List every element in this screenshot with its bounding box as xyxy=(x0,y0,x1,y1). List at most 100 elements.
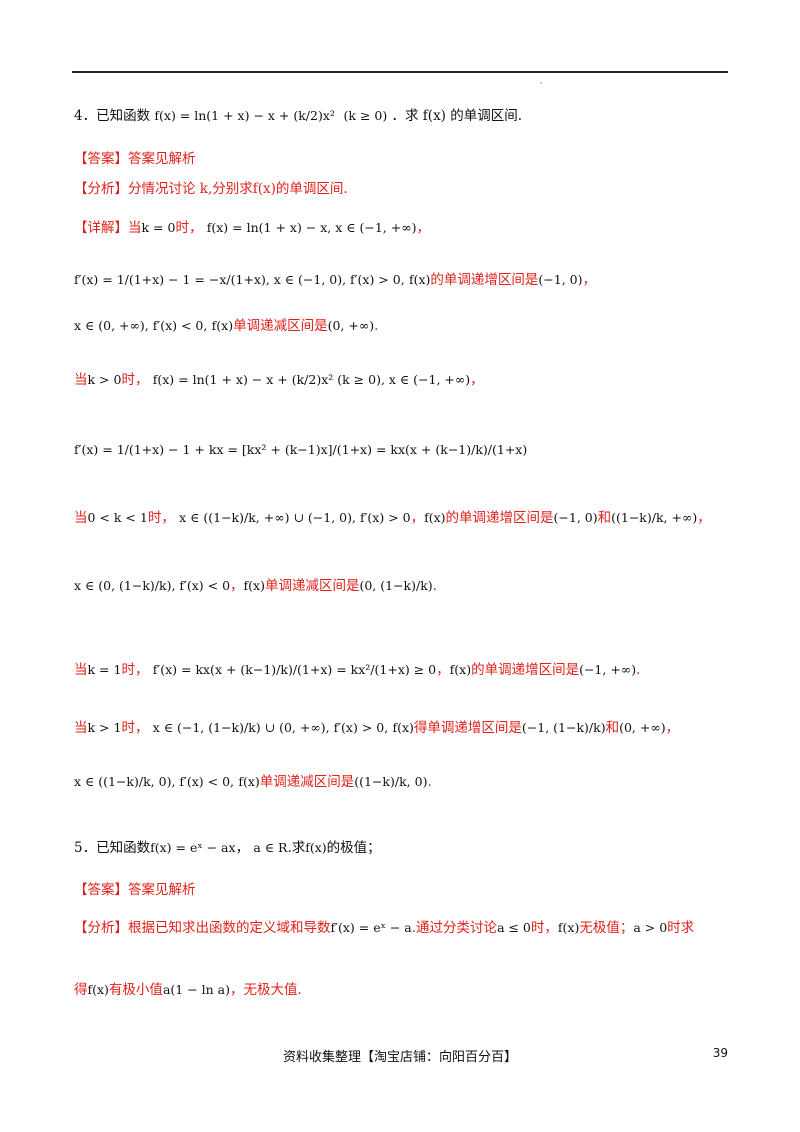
header-rule xyxy=(72,71,728,73)
detail4-line10: x ∈ ((1−k)/k, 0), f′(x) < 0, f(x)单调递减区间是… xyxy=(74,772,432,792)
math-a-gt-0: a > 0 xyxy=(633,920,668,935)
text: .求 xyxy=(287,840,306,856)
text: 和 xyxy=(597,510,612,526)
math-fx: f(x) xyxy=(87,982,109,997)
speck xyxy=(540,82,542,84)
math-k-eq-1: k = 1 xyxy=(87,662,122,677)
math-interval: (−1, +∞) xyxy=(579,662,637,677)
problem4-function: f(x) = ln(1 + x) − x + (k/2)x² xyxy=(154,108,335,123)
problem5-condition: a ∈ R xyxy=(253,840,288,855)
math-fx: f(x) xyxy=(211,318,234,333)
text: ， xyxy=(416,220,431,236)
text: . xyxy=(432,578,437,594)
analysis5-line1: 【分析】根据已知求出函数的定义域和导数f′(x) = eˣ − a.通过分类讨论… xyxy=(74,918,694,938)
text: ， xyxy=(410,510,425,526)
detail4-line3: x ∈ (0, +∞), f′(x) < 0, f(x)单调递减区间是(0, +… xyxy=(74,316,378,336)
text: 当 xyxy=(74,662,88,678)
text: ， xyxy=(470,372,484,388)
footer-text: 资料收集整理【淘宝店铺：向阳百分百】 xyxy=(282,1050,517,1065)
math-fx: f(x) xyxy=(392,720,414,735)
math-derivative: f′(x) = kx(x + (k−1)/k)/(1+x) = kx²/(1+x… xyxy=(152,662,437,677)
text: 的极值； xyxy=(326,840,381,856)
math-condition: x ∈ ((1−k)/k, 0), f′(x) < 0, xyxy=(74,774,235,789)
math-k-gt-1: k > 1 xyxy=(87,720,122,735)
detail4-line4: 当k > 0时， f(x) = ln(1 + x) − x + (k/2)x² … xyxy=(74,370,484,390)
math-fx: f(x) xyxy=(408,272,431,287)
math-condition: x ∈ ((1−k)/k, +∞) ∪ (−1, 0), f′(x) > 0 xyxy=(179,510,411,525)
text: 的单调递增区间是 xyxy=(430,272,539,288)
text: 时， xyxy=(147,510,175,526)
detail4-line7: x ∈ (0, (1−k)/k), f′(x) < 0，f(x)单调递减区间是(… xyxy=(74,576,437,596)
math-condition: x ∈ (0, +∞), f′(x) < 0, xyxy=(74,318,208,333)
math-interval: (0, +∞) xyxy=(327,318,375,333)
answer5-text: 答案见解析 xyxy=(128,882,196,898)
math-condition: x ∈ (0, (1−k)/k), f′(x) < 0 xyxy=(74,578,231,593)
text: 的单调递增区间是 xyxy=(471,662,580,678)
math-interval: (−1, 0) xyxy=(553,510,598,525)
text: . xyxy=(374,318,379,334)
analysis5-tag: 【分析】 xyxy=(74,920,128,936)
text: 当 xyxy=(74,372,88,388)
answer5-tag: 【答案】 xyxy=(74,882,128,898)
text: . xyxy=(427,774,432,790)
text: 根据已知求出函数的定义域和导数 xyxy=(128,920,331,936)
detail4-line5: f′(x) = 1/(1+x) − 1 + kx = [kx² + (k−1)x… xyxy=(74,440,527,460)
text: ， xyxy=(665,720,680,736)
math-condition: x ∈ (−1, (1−k)/k) ∪ (0, +∞), f′(x) > 0, xyxy=(152,720,389,735)
text: 当 xyxy=(74,720,88,736)
problem4-stem: 4．已知函数 f(x) = ln(1 + x) − x + (k/2)x² (k… xyxy=(74,106,522,126)
detail4-line2: f′(x) = 1/(1+x) − 1 = −x/(1+x), x ∈ (−1,… xyxy=(74,270,596,290)
math-fx: f(x) xyxy=(557,920,580,935)
text: 单调递减区间是 xyxy=(233,318,328,334)
analysis4-tag: 【分析】 xyxy=(74,181,128,197)
text: ，无极大值. xyxy=(230,982,302,998)
text: 单调递减区间是 xyxy=(264,578,360,594)
math-derivative-general: f′(x) = 1/(1+x) − 1 + kx = [kx² + (k−1)x… xyxy=(74,442,528,457)
problem5-stem: 5．已知函数f(x) = eˣ − ax， a ∈ R.求f(x)的极值； xyxy=(74,838,381,858)
math-fx: f(x) xyxy=(449,662,472,677)
math-interval: (−1, 0) xyxy=(538,272,583,287)
detail4-line1: 【详解】当k = 0时， f(x) = ln(1 + x) − x, x ∈ (… xyxy=(74,218,430,238)
text: 无极值； xyxy=(579,920,634,936)
problem4-condition: (k ≥ 0) xyxy=(343,108,388,123)
math-fx: f(x) xyxy=(238,774,260,789)
analysis5-line2: 得f(x)有极小值a(1 − ln a)，无极大值. xyxy=(74,980,302,1000)
math-a-le-0: a ≤ 0 xyxy=(497,920,531,935)
answer5: 【答案】答案见解析 xyxy=(74,880,196,900)
text: 时， xyxy=(121,662,149,678)
analysis4: 【分析】分情况讨论 k,分别求f(x)的单调区间. xyxy=(74,179,348,199)
math-min-value: a(1 − ln a) xyxy=(162,982,230,997)
math-fx: f(x) xyxy=(305,840,327,855)
problem4-prefix: 4．已知函数 xyxy=(74,108,151,124)
text: 有极小值 xyxy=(108,982,163,998)
text: 得单调递增区间是 xyxy=(413,720,522,736)
text: ， xyxy=(582,272,597,288)
text: 的单调递增区间是 xyxy=(445,510,554,526)
text: 时， xyxy=(530,920,558,936)
text: ， xyxy=(230,578,244,594)
answer4-tag: 【答案】 xyxy=(74,151,128,167)
text: ， xyxy=(436,662,450,678)
text: 时， xyxy=(121,720,149,736)
math-derivative: f′(x) = 1/(1+x) − 1 = −x/(1+x), x ∈ (−1,… xyxy=(74,272,405,287)
math-k-gt-0: k > 0 xyxy=(87,372,122,387)
text: 得 xyxy=(74,982,88,998)
text: 单调递减区间是 xyxy=(259,774,355,790)
text: .通过分类讨论 xyxy=(411,920,498,936)
text: 时， xyxy=(175,220,203,236)
detail4-line6: 当0 < k < 1时， x ∈ ((1−k)/k, +∞) ∪ (−1, 0)… xyxy=(74,508,711,528)
text: 时， xyxy=(121,372,149,388)
math-f-def: f(x) = ln(1 + x) − x, x ∈ (−1, +∞) xyxy=(206,220,417,235)
math-derivative: f′(x) = eˣ − a xyxy=(330,920,412,935)
math-k-range: 0 < k < 1 xyxy=(87,510,148,525)
math-fx: f(x) xyxy=(424,510,446,525)
detail4-tag: 【详解】 xyxy=(74,220,128,236)
text: 当 xyxy=(128,220,142,236)
math-interval: ((1−k)/k, 0) xyxy=(354,774,428,789)
math-fx: f(x) xyxy=(243,578,265,593)
analysis4-text: 分情况讨论 k,分别求f(x)的单调区间. xyxy=(128,181,348,197)
text: ， xyxy=(697,510,711,526)
text: . xyxy=(636,662,641,678)
problem5-prefix: 5．已知函数 xyxy=(74,840,151,856)
problem4-suffix: ．求 f(x) 的单调区间. xyxy=(391,108,523,124)
